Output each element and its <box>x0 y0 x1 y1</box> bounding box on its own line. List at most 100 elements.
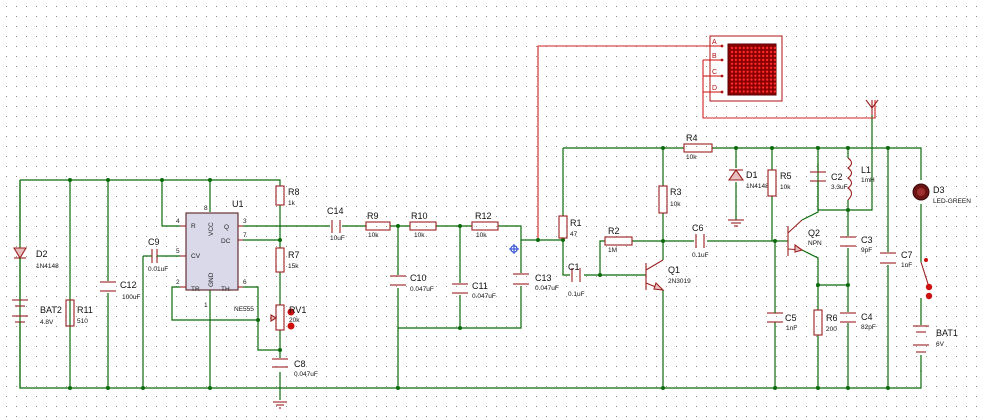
svg-text:GND: GND <box>208 272 215 287</box>
c3-ref: C3 <box>861 235 873 245</box>
capacitor-c14[interactable]: C14 10uF <box>327 206 345 242</box>
resistor-r10[interactable]: R10 10k <box>409 211 437 239</box>
resistor-r11[interactable]: R11 510 <box>65 299 93 327</box>
r1-ref: R1 <box>570 218 582 228</box>
resistor-r4[interactable]: R4 10k <box>683 133 713 161</box>
resistor-r12[interactable]: R12 10k <box>471 211 499 239</box>
resistor-r1[interactable]: R1 47 <box>558 215 582 239</box>
c10-value: 0.047uF <box>410 286 434 293</box>
resistor-r2[interactable]: R2 1M <box>604 226 633 254</box>
c2-ref: C2 <box>831 172 843 182</box>
r12-ref: R12 <box>475 211 492 221</box>
rv1-value: 20k <box>289 317 300 324</box>
c8-ref: C8 <box>294 359 306 369</box>
resistor-r8[interactable]: R8 1k <box>275 185 300 207</box>
c14-value: 10uF <box>330 235 345 242</box>
svg-text:DC: DC <box>221 238 231 245</box>
svg-text:4: 4 <box>176 218 180 225</box>
d1-value: 1N4148 <box>746 183 769 190</box>
capacitor-c7[interactable]: C7 1nF <box>880 250 913 269</box>
display-wires <box>537 45 876 240</box>
resistor-r3[interactable]: R3 10k <box>658 185 682 214</box>
inductor-l1[interactable]: L1 1mH <box>847 157 875 201</box>
ground-symbol <box>273 401 287 409</box>
ic-u1-ne555[interactable]: U1 NE555 R CV TR Q DC TH VCC GND 4 5 2 3… <box>176 199 254 313</box>
r11-value: 510 <box>77 318 88 325</box>
resistor-r5[interactable]: R5 10k <box>767 169 792 197</box>
capacitor-c9[interactable]: C9 0.01uF <box>143 237 168 273</box>
c1-ref: C1 <box>568 262 580 272</box>
capacitor-c3[interactable]: C3 9pF <box>840 235 873 254</box>
l1-value: 1mH <box>861 177 875 184</box>
capacitor-c8[interactable]: C8 0.047uF <box>272 358 318 378</box>
capacitor-c11[interactable]: C11 0.047uF <box>452 281 496 300</box>
capacitor-c4[interactable]: C4 82pF <box>840 312 876 331</box>
r2-ref: R2 <box>608 226 620 236</box>
r7-ref: R7 <box>288 250 300 260</box>
r4-ref: R4 <box>686 133 698 143</box>
capacitor-c10[interactable]: C10 0.047uF <box>390 273 434 293</box>
svg-text:VCC: VCC <box>208 222 215 236</box>
c10-ref: C10 <box>410 273 427 283</box>
c5-value: 1nF <box>786 325 797 332</box>
d2-ref: D2 <box>36 249 48 259</box>
display-pin-b: B <box>712 53 717 60</box>
r10-value: 10k <box>414 232 425 239</box>
diode-d2[interactable]: D2 1N4148 <box>13 247 59 290</box>
capacitor-c13[interactable]: C13 0.047uF <box>513 273 559 292</box>
c11-value: 0.047uF <box>472 293 496 300</box>
q1-ref: Q1 <box>668 265 680 275</box>
diode-d1[interactable]: D1 1N4148 <box>727 169 769 227</box>
resistor-r9[interactable]: R9 10k <box>365 211 391 239</box>
bat2-ref: BAT2 <box>40 305 62 315</box>
battery-bat1[interactable]: BAT1 6V <box>913 325 958 353</box>
transistor-q1[interactable]: Q1 2N3019 <box>645 259 691 291</box>
r1-value: 47 <box>570 231 578 238</box>
r3-ref: R3 <box>670 187 682 197</box>
r9-ref: R9 <box>367 211 379 221</box>
switch-icon[interactable] <box>920 255 933 300</box>
c3-value: 9pF <box>861 247 872 254</box>
svg-text:Q: Q <box>224 224 229 231</box>
r8-ref: R8 <box>288 187 300 197</box>
bat2-value: 4.8V <box>40 319 54 326</box>
capacitor-c12[interactable]: C12 100uF <box>100 280 140 301</box>
c6-value: 0.1uF <box>692 252 709 259</box>
potentiometer-rv1[interactable]: RV1 20k <box>270 304 306 331</box>
c4-ref: C4 <box>861 312 873 322</box>
svg-text:6: 6 <box>243 279 247 286</box>
r4-value: 10k <box>686 154 697 161</box>
bat1-value: 6V <box>936 341 945 348</box>
svg-text:TH: TH <box>221 286 230 293</box>
d3-value: LED-GREEN <box>933 198 971 205</box>
r9-value: 10k <box>368 232 379 239</box>
q1-value: 2N3019 <box>668 278 691 285</box>
capacitor-c2[interactable]: C2 3.3uF <box>810 171 848 210</box>
dot-matrix-display[interactable]: A B C D <box>709 35 783 102</box>
led-d3[interactable]: D3 LED-GREEN <box>912 183 971 205</box>
resistor-r7[interactable]: R7 15k <box>275 247 300 273</box>
c1-value: 0.1uF <box>568 291 585 298</box>
capacitor-c6[interactable]: C6 0.1uF <box>692 223 709 259</box>
resistor-r6[interactable]: R6 200 <box>813 309 838 336</box>
transistor-q2[interactable]: Q2 NPN <box>775 219 822 256</box>
c13-value: 0.047uF <box>535 285 559 292</box>
c9-value: 0.01uF <box>148 266 168 273</box>
r8-value: 1k <box>288 200 296 207</box>
u1-ref: U1 <box>232 199 244 209</box>
svg-text:R: R <box>191 223 196 230</box>
battery-bat2[interactable]: BAT2 4.8V <box>12 290 62 388</box>
q2-ref: Q2 <box>808 228 820 238</box>
r3-value: 10k <box>670 201 681 208</box>
d1-ref: D1 <box>746 170 758 180</box>
d3-ref: D3 <box>933 185 945 195</box>
r7-value: 15k <box>288 263 299 270</box>
probe-crosshair-icon[interactable] <box>509 244 519 254</box>
r2-value: 1M <box>608 247 617 254</box>
capacitor-c1[interactable]: C1 0.1uF <box>568 262 585 298</box>
c12-ref: C12 <box>120 280 137 290</box>
svg-text:TR: TR <box>191 286 200 293</box>
capacitor-c5[interactable]: C5 1nF <box>767 296 797 332</box>
r5-value: 10k <box>780 184 791 191</box>
